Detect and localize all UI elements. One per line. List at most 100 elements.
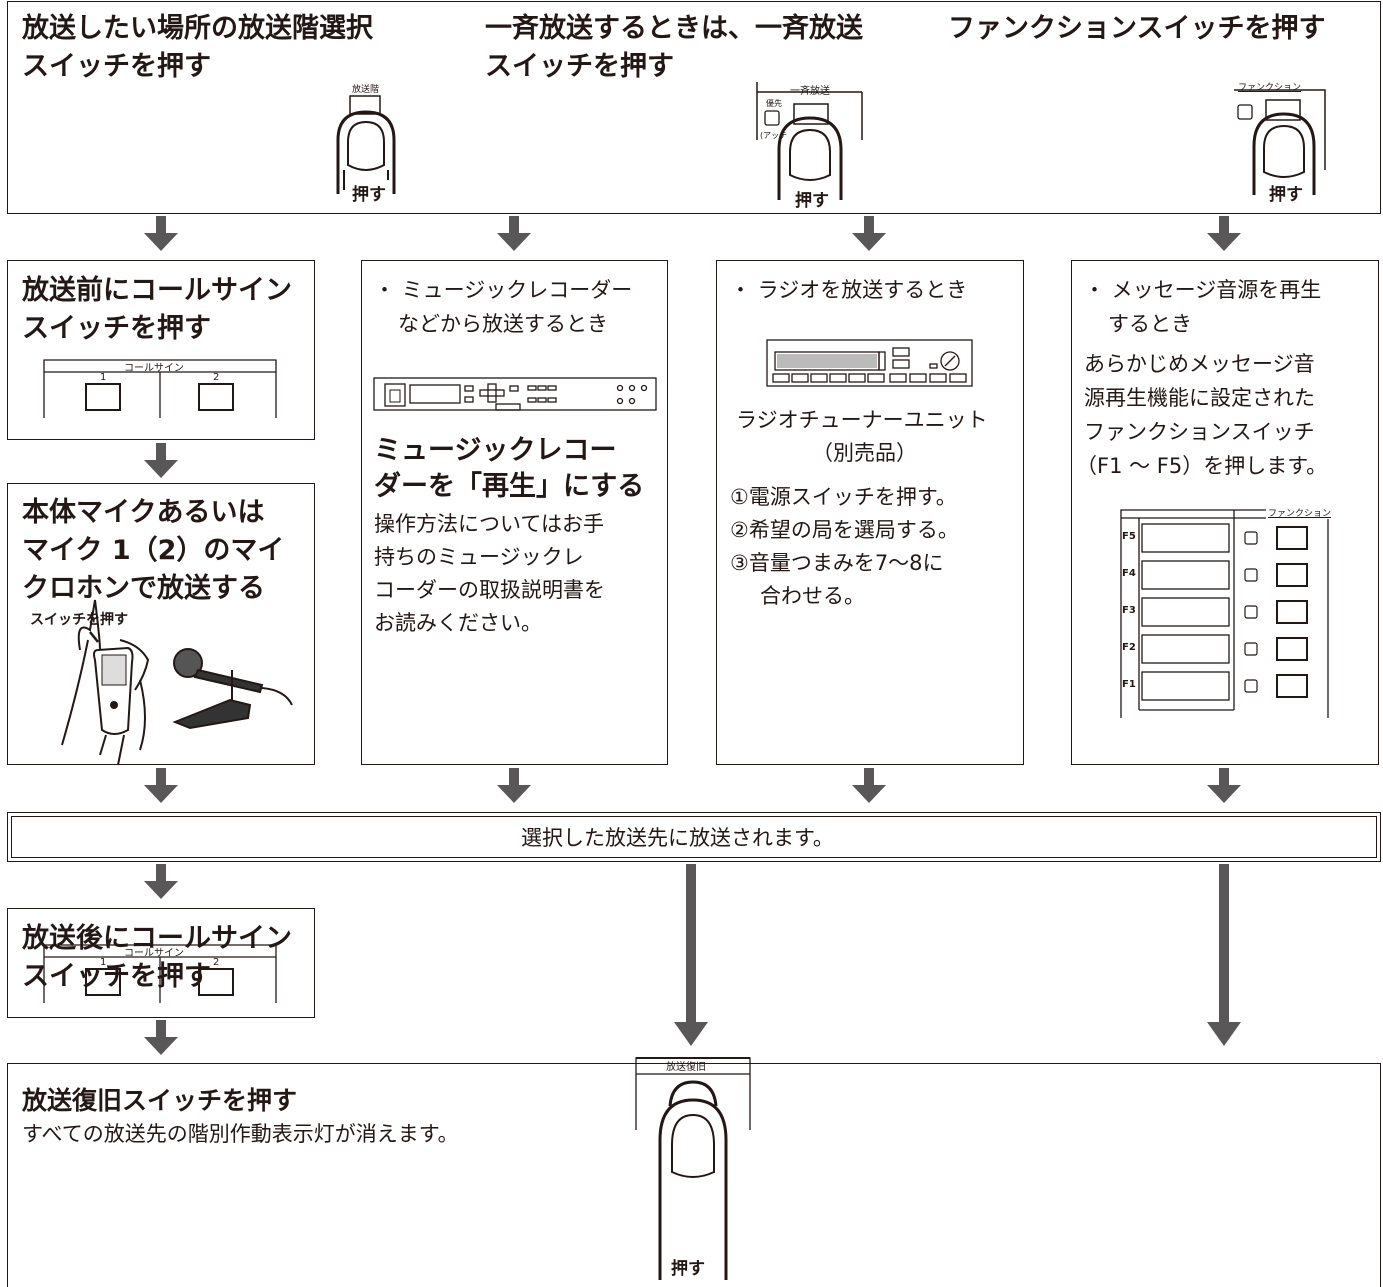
function-key-led: [1244, 605, 1258, 619]
reset-button-icon: [635, 1057, 751, 1280]
callsign-after-box: [7, 908, 315, 1018]
function-key-name: F3: [1122, 605, 1136, 616]
function-key-label-field: [1141, 671, 1230, 701]
attenuate-label: (アッテ: [760, 131, 788, 140]
radio-bullet: ・ ラジオを放送するとき: [730, 278, 968, 302]
arrow-down-icon: [144, 216, 178, 251]
floor-select-button-icon: [336, 95, 396, 194]
callsign-btn1-label: 1: [100, 372, 107, 383]
function-key-label-field: [1141, 560, 1230, 590]
priority-led-label: 優先: [766, 99, 782, 108]
floor-select-label: 放送階: [352, 85, 380, 95]
recorder-para-1: 操作方法についてはお手: [374, 512, 604, 536]
mic-title-3: クロホンで放送する: [22, 573, 265, 604]
step-floor-select-line2: スイッチを押す: [22, 51, 211, 82]
arrow-down-icon: [144, 443, 178, 478]
all-call-button-icon: [756, 82, 863, 200]
function-key-button: [1276, 563, 1308, 587]
handheld-mic-icon: [61, 599, 150, 766]
recorder-box: [361, 260, 668, 765]
arrow-down-icon: [1207, 216, 1241, 251]
arrow-down-icon: [1207, 768, 1241, 803]
recorder-bullet-2: などから放送するとき: [398, 312, 608, 336]
arrow-down-icon: [497, 768, 531, 803]
function-key-name: F5: [1122, 531, 1136, 542]
callsign-btn2-label: 2: [213, 372, 220, 383]
stand-mic-icon: [172, 648, 293, 730]
function-key-rows: [1141, 523, 1308, 701]
function-key-button: [1276, 637, 1308, 661]
function-key-button: [1276, 526, 1308, 550]
function-key-button: [1276, 600, 1308, 624]
press-label: 押す: [1266, 180, 1306, 205]
function-key-led: [1244, 642, 1258, 656]
broadcast-banner: [7, 812, 1381, 862]
arrow-down-icon: [1207, 1022, 1241, 1046]
callsign-after-title-2: スイッチを押す: [22, 961, 211, 992]
recorder-para-2: 持ちのミュージックレ: [374, 545, 584, 569]
function-key-button: [1276, 674, 1308, 698]
message-bullet-2: するとき: [1108, 312, 1192, 336]
radio-step-1: ①電源スイッチを押す。: [730, 485, 957, 509]
callsign-panel-after: [43, 944, 277, 1003]
callsign-after-btn1-label: 1: [100, 957, 107, 968]
arrow-down-icon: [144, 768, 178, 803]
callsign-before-title-1: 放送前にコールサイン: [22, 275, 292, 306]
arrow-down-icon: [674, 1022, 708, 1046]
radio-tuner-icon: [766, 339, 973, 387]
recorder-para-3: コーダーの取扱説明書を: [374, 578, 605, 602]
recorder-bullet-1: ・ ミュージックレコーダー: [374, 278, 633, 302]
function-panel-label: ファンクション: [1238, 83, 1302, 93]
step-all-call-line1: 一斉放送するときは、一斉放送: [485, 13, 863, 44]
radio-caption-2: （別売品）: [812, 441, 917, 465]
message-para-1: あらかじめメッセージ音: [1084, 352, 1315, 376]
callsign-before-box: [7, 260, 315, 440]
reset-description: すべての放送先の階別作動表示灯が消えます。: [22, 1122, 459, 1146]
message-para-4: （F1 〜 F5）を押します。: [1076, 454, 1328, 478]
message-bullet-1: ・ メッセージ音源を再生: [1084, 278, 1322, 302]
recorder-heading-1: ミュージックレコー: [374, 435, 617, 466]
arrow-down-icon: [144, 1020, 178, 1055]
all-call-panel-label: 一斉放送: [790, 86, 830, 97]
recorder-para-4: お読みください。: [374, 611, 542, 635]
arrow-down-icon: [497, 216, 531, 251]
top-steps-box: [7, 1, 1381, 214]
function-key-led: [1244, 531, 1258, 545]
arrow-down-icon: [852, 216, 886, 251]
callsign-panel-before: [43, 359, 277, 418]
mic-title-1: 本体マイクあるいは: [22, 497, 265, 528]
callsign-before-title-2: スイッチを押す: [22, 313, 211, 344]
reset-panel-label: 放送復旧: [666, 1062, 706, 1073]
callsign-after-title-1: 放送後にコールサイン: [22, 923, 292, 954]
message-para-3: ファンクションスイッチ: [1084, 420, 1315, 444]
function-key-panel: [1120, 509, 1329, 718]
callsign-after-panel-label: コールサイン: [124, 948, 184, 959]
reset-title: 放送復旧スイッチを押す: [22, 1086, 298, 1115]
press-label: 押す: [668, 1254, 708, 1279]
recorder-heading-2: ダーを「再生」にする: [374, 471, 645, 502]
radio-step-3b: 合わせる。: [760, 584, 865, 608]
arrow-down-icon: [852, 768, 886, 803]
function-button-icon: [1234, 89, 1326, 195]
function-key-led: [1244, 679, 1258, 693]
radio-caption-1: ラジオチューナーユニット: [736, 408, 988, 432]
callsign-panel-label: コールサイン: [124, 363, 184, 374]
function-key-label-field: [1141, 597, 1230, 627]
broadcast-banner-text: 選択した放送先に放送されます。: [521, 826, 834, 850]
function-key-name: F1: [1122, 679, 1136, 690]
function-key-name: F4: [1122, 568, 1136, 579]
mic-box: [7, 483, 315, 765]
function-key-led: [1244, 568, 1258, 582]
arrow-down-icon: [144, 864, 178, 899]
function-key-name: F2: [1122, 642, 1136, 653]
step-all-call-line2: スイッチを押す: [485, 51, 674, 82]
function-key-panel-label: ファンクション: [1266, 506, 1334, 519]
press-label: 押す: [792, 186, 832, 211]
step-floor-select-line1: 放送したい場所の放送階選択: [22, 13, 373, 44]
mic-switch-note: スイッチを押す: [30, 612, 128, 628]
press-label: 押す: [349, 180, 389, 205]
function-key-label-field: [1141, 634, 1230, 664]
message-para-2: 源再生機能に設定された: [1084, 386, 1315, 410]
radio-step-3: ③音量つまみを7〜8に: [730, 551, 944, 575]
